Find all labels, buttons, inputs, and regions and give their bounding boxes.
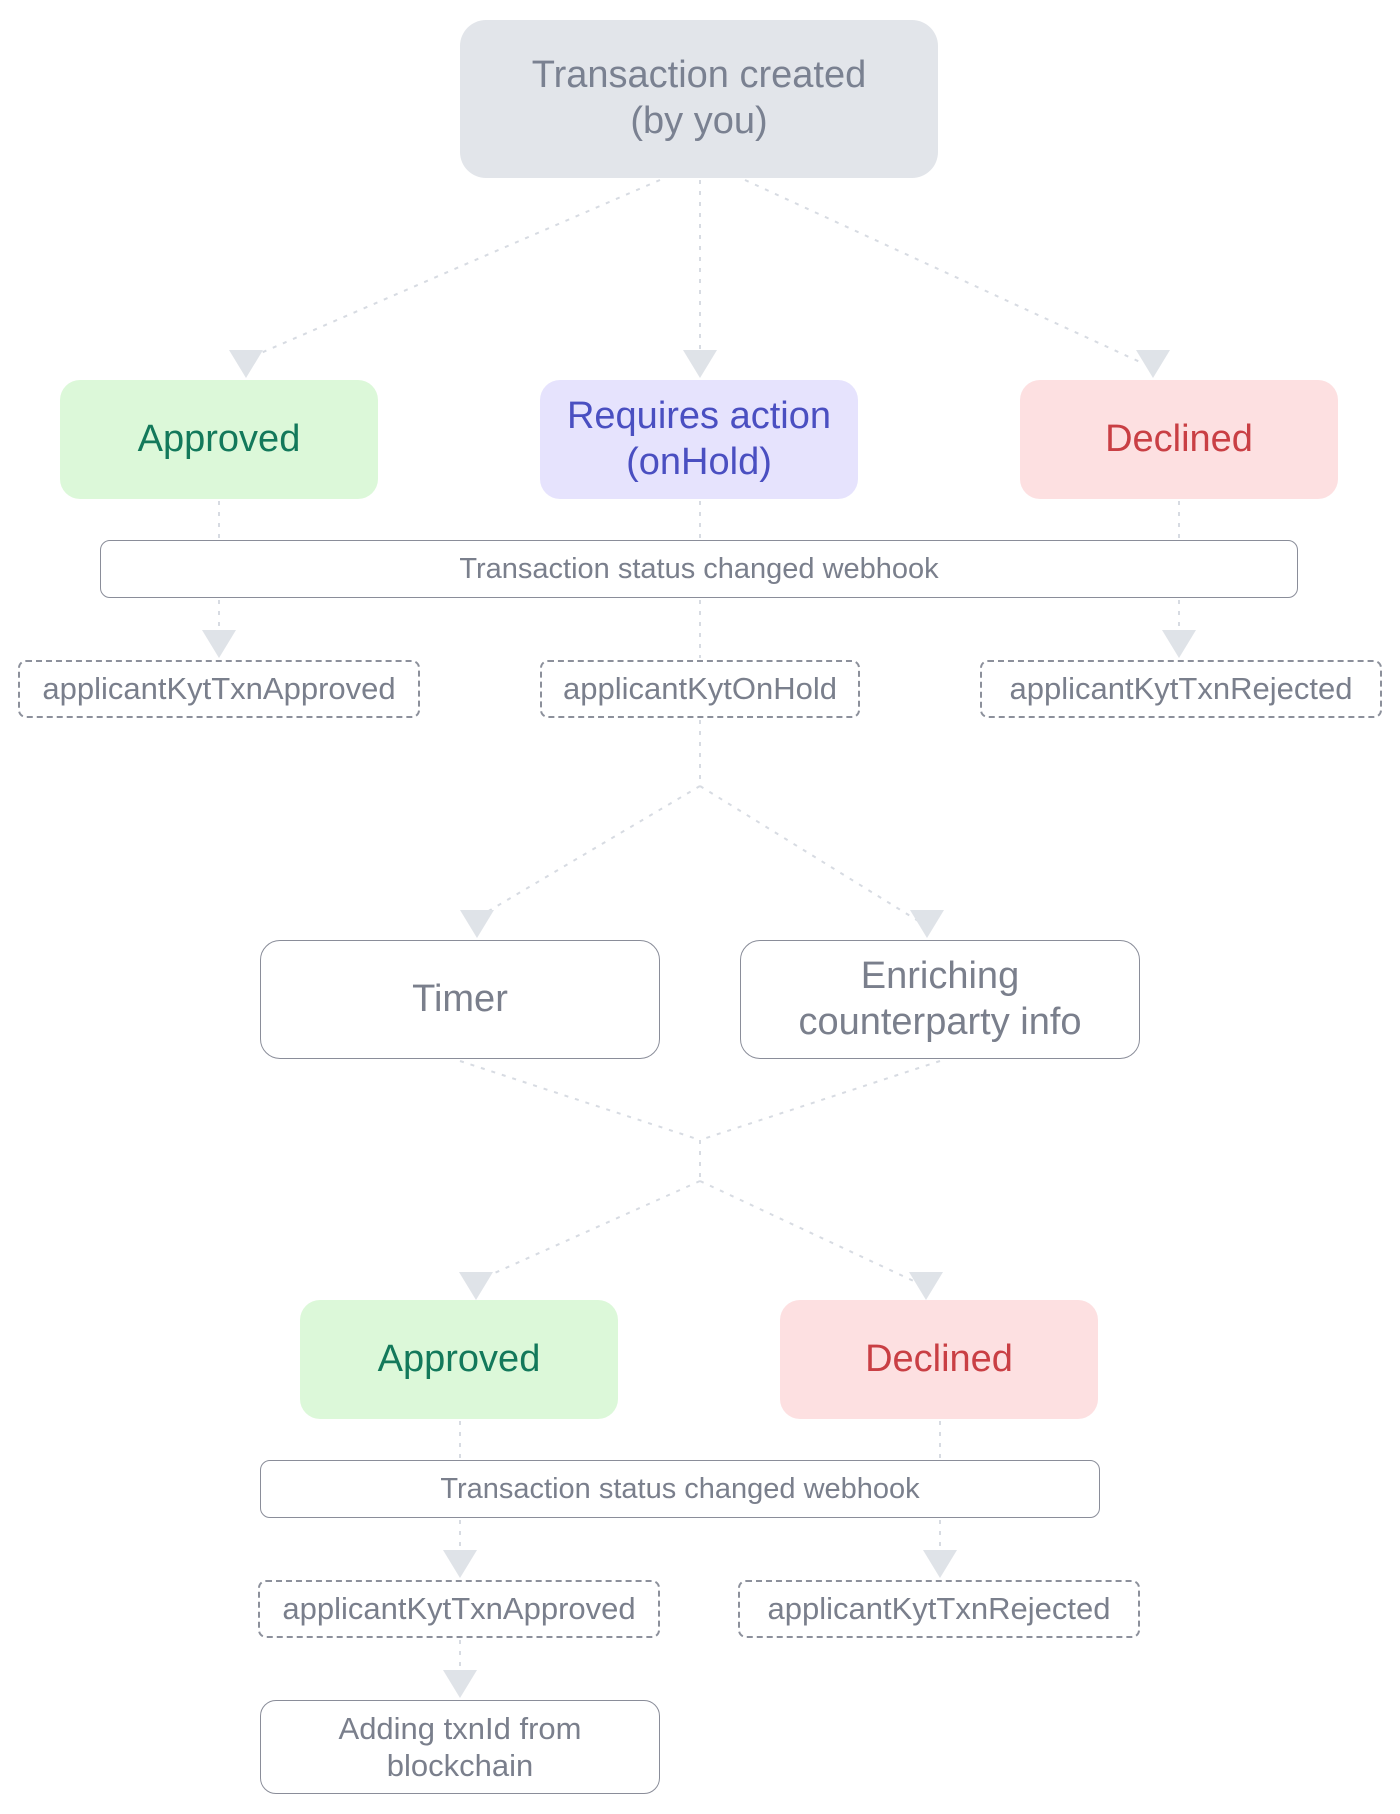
transaction-created-node[interactable]: Transaction created (by you) — [460, 20, 938, 178]
declined-status-node[interactable]: Declined — [1020, 380, 1338, 499]
connector-start-to-approved — [239, 179, 661, 363]
arrowhead-final-event-approved — [443, 1550, 477, 1578]
arrowhead-declined — [1136, 350, 1170, 378]
arrowhead-adding-txnid — [443, 1670, 477, 1698]
connector-timer-to-merge — [459, 1060, 701, 1141]
event-kyt-on-hold[interactable]: applicantKytOnHold — [540, 660, 860, 718]
final-approved-status-node[interactable]: Approved — [300, 1300, 618, 1419]
enriching-counterparty-info-node[interactable]: Enriching counterparty info — [740, 940, 1140, 1059]
final-status-changed-webhook-bar[interactable]: Transaction status changed webhook — [260, 1460, 1100, 1518]
final-event-kyt-txn-approved[interactable]: applicantKytTxnApproved — [258, 1580, 660, 1638]
final-declined-status-node[interactable]: Declined — [780, 1300, 1098, 1419]
requires-action-status-node[interactable]: Requires action (onHold) — [540, 380, 858, 499]
timer-node[interactable]: Timer — [260, 940, 660, 1059]
event-kyt-txn-approved[interactable]: applicantKytTxnApproved — [18, 660, 420, 718]
arrowhead-event-rejected — [1162, 630, 1196, 658]
arrowhead-timer — [460, 910, 494, 938]
adding-txnid-from-blockchain-node[interactable]: Adding txnId from blockchain — [260, 1700, 660, 1794]
arrowhead-approved — [229, 350, 263, 378]
connector-split-to-enriching — [699, 785, 921, 923]
arrowhead-final-declined — [909, 1272, 943, 1300]
connector-merge-to-approved — [469, 1180, 701, 1285]
connector-merge-to-declined — [699, 1180, 921, 1285]
approved-status-node[interactable]: Approved — [60, 380, 378, 499]
connector-start-to-declined — [744, 179, 1141, 363]
arrowhead-event-approved — [202, 630, 236, 658]
connector-enriching-to-merge — [699, 1060, 941, 1141]
arrowhead-final-event-rejected — [923, 1550, 957, 1578]
connector-split-to-timer — [469, 785, 701, 923]
status-changed-webhook-bar[interactable]: Transaction status changed webhook — [100, 540, 1298, 598]
arrowhead-final-approved — [459, 1272, 493, 1300]
arrowhead-enriching — [910, 910, 944, 938]
final-event-kyt-txn-rejected[interactable]: applicantKytTxnRejected — [738, 1580, 1140, 1638]
event-kyt-txn-rejected[interactable]: applicantKytTxnRejected — [980, 660, 1382, 718]
arrowhead-onhold — [683, 350, 717, 378]
